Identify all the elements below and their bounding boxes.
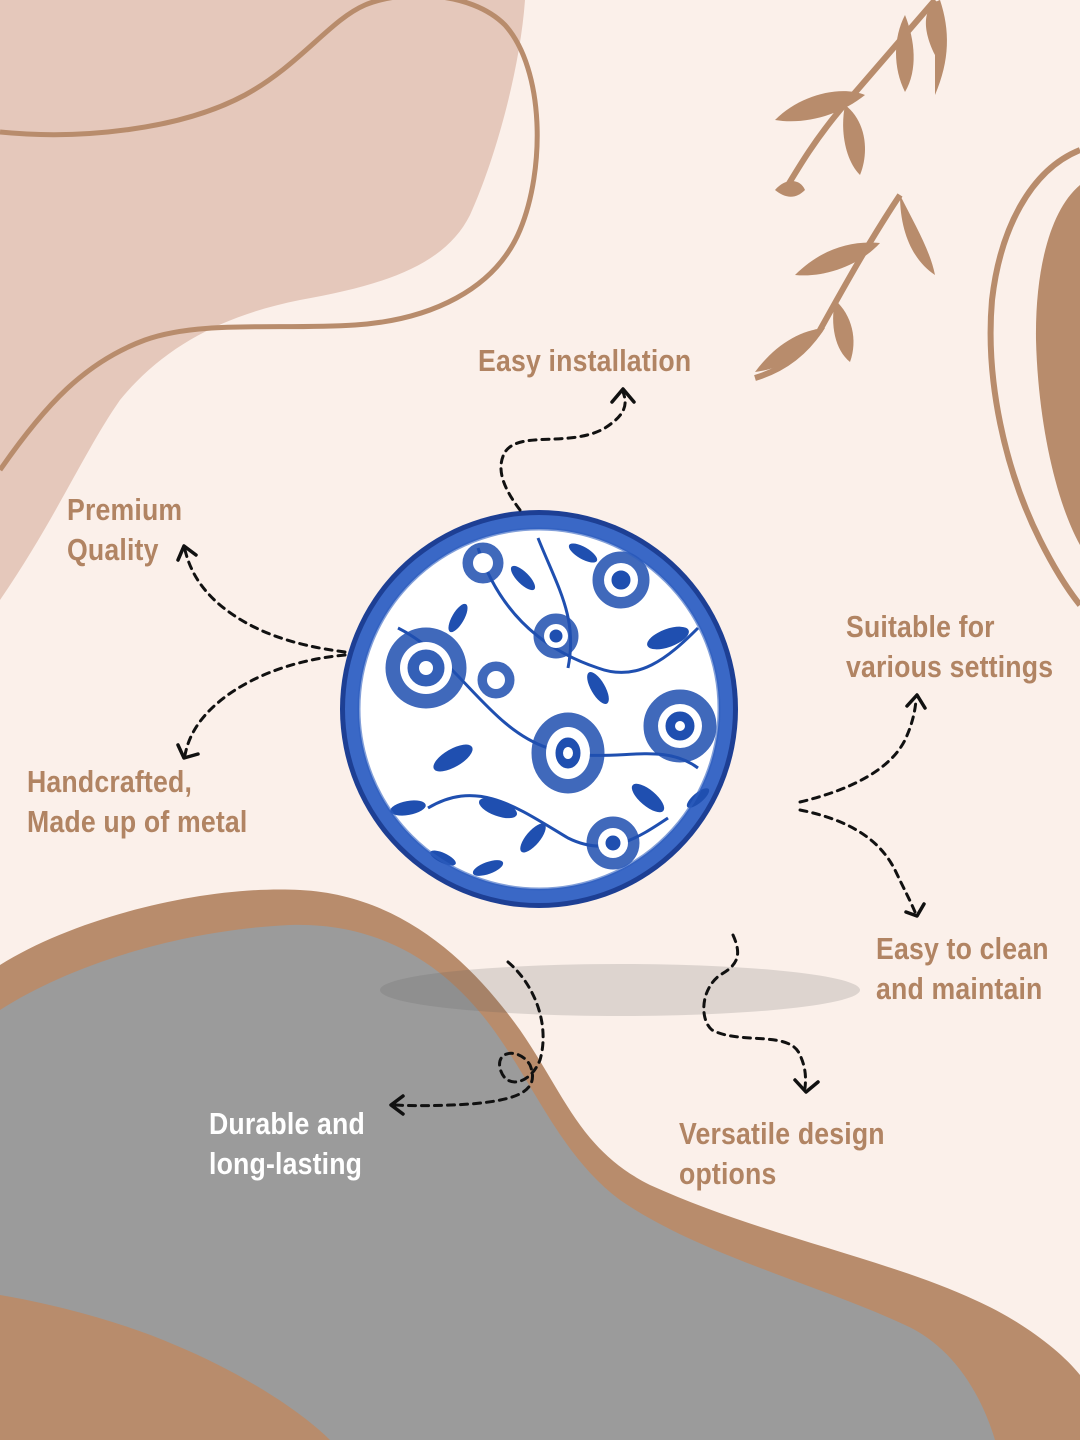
flower-top-mid <box>533 613 579 659</box>
label-handcrafted-line-1: Handcrafted, <box>27 764 193 799</box>
label-easy-clean-line-1: Easy to clean <box>876 931 1049 966</box>
label-premium-quality-line-2: Quality <box>67 532 159 567</box>
blush-blob <box>0 0 525 600</box>
label-durable-line-2: long-lasting <box>209 1146 363 1181</box>
floral-pattern <box>385 537 717 876</box>
label-versatile-line-1: Versatile design <box>679 1116 885 1151</box>
flower-top-right <box>592 551 650 609</box>
wave-line-top <box>0 0 540 472</box>
floral-tray-image <box>340 510 738 908</box>
label-handcrafted-line-2: Made up of metal <box>27 804 248 839</box>
tray-shadow <box>380 964 860 1016</box>
label-premium-quality-line-1: Premium <box>67 492 183 527</box>
label-versatile-line-2: options <box>679 1156 777 1191</box>
label-suitable-settings: Suitable for various settings <box>846 607 1053 687</box>
label-suitable-line-1: Suitable for <box>846 609 995 644</box>
label-durable: Durable and long-lasting <box>209 1104 365 1184</box>
leaf-branch <box>754 0 947 381</box>
flower-bottom-right <box>586 816 640 870</box>
flower-small-top <box>462 542 504 584</box>
flower-right <box>643 689 717 763</box>
tan-corner-bottom-left <box>0 1295 330 1440</box>
label-easy-clean-line-2: and maintain <box>876 971 1043 1006</box>
grey-blob <box>0 924 995 1440</box>
label-versatile-design: Versatile design options <box>679 1114 885 1194</box>
flower-left <box>385 627 467 709</box>
flower-center <box>531 712 605 794</box>
label-premium-quality: Premium Quality <box>67 490 182 570</box>
label-suitable-line-2: various settings <box>846 649 1054 684</box>
wave-line-right <box>987 147 1080 607</box>
label-easy-installation: Easy installation <box>478 341 691 381</box>
label-easy-installation-text: Easy installation <box>478 343 692 378</box>
tan-blob-right <box>1035 185 1080 545</box>
flower-small-left <box>477 661 515 699</box>
label-durable-line-1: Durable and <box>209 1106 365 1141</box>
label-handcrafted: Handcrafted, Made up of metal <box>27 762 248 842</box>
label-easy-clean: Easy to clean and maintain <box>876 929 1049 1009</box>
